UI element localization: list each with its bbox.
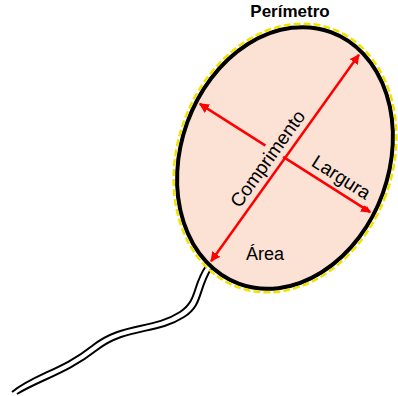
- sperm-head: PerímetroComprimentoLarguraÁrea: [170, 20, 398, 296]
- head-body: [141, 0, 398, 319]
- perimeter-label: Perímetro: [250, 3, 331, 22]
- label-slot: Área: [246, 245, 286, 265]
- tail-line: [12, 266, 206, 392]
- label-slot: Perímetro: [250, 3, 331, 22]
- length-label: Comprimento: [225, 102, 313, 213]
- tail-line: [17, 269, 211, 394]
- label-slot: Comprimento: [225, 102, 313, 213]
- perimeter-outline: [137, 0, 398, 324]
- label-slot: Largura: [305, 150, 378, 207]
- area-label: Área: [246, 245, 286, 265]
- width-label: Largura: [305, 150, 378, 207]
